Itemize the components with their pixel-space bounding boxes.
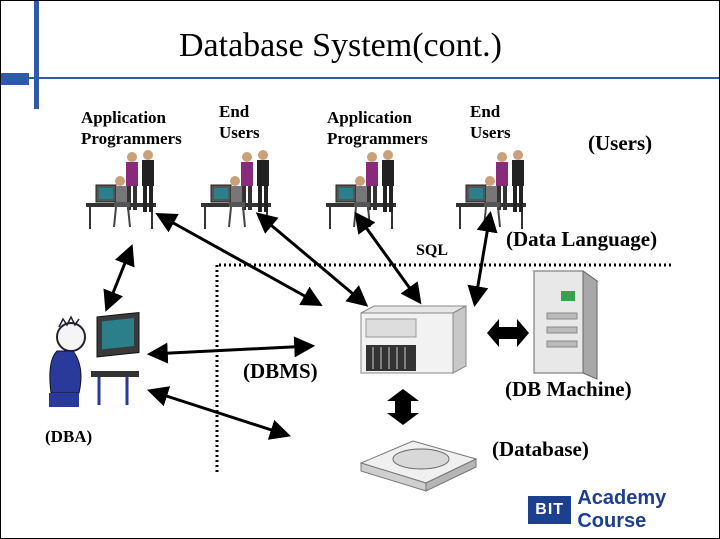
label-dbms: (DBMS) [243,359,318,383]
label-end-users-1: End Users [219,101,260,143]
accent-bar-horizontal [1,77,719,79]
arrow-app-programmers-dbms [155,212,323,307]
label-app-programmers-1: Application Programmers [81,107,182,149]
label-dba: (DBA) [45,427,93,446]
label-line: Users [219,123,260,142]
label-db-machine: (DB Machine) [505,377,632,401]
label-users: (Users) [588,131,653,155]
arrow-dba-database [147,386,291,440]
double-arrow-dbms-dbmachine [487,319,529,347]
label-line: Application [81,108,167,127]
bit-logo: BIT Academy Course [528,487,719,532]
label-line: Programmers [81,129,182,148]
label-line: End [470,102,501,121]
app-programmers-workstation-2 [325,149,397,230]
double-arrow-dbms-database [387,389,419,425]
bit-logo-text: Academy Course [577,487,667,532]
label-database: (Database) [492,437,589,461]
db-machine-icon [532,270,599,380]
label-line: End [219,102,250,121]
arrow-end-users2-dbms [467,210,498,308]
accent-bar-vertical [34,1,39,109]
label-line: Users [470,123,511,142]
database-disk-icon [359,440,478,492]
label-sql: SQL [416,242,449,259]
dbms-server-icon [360,305,467,374]
label-end-users-2: End Users [470,101,511,143]
label-app-programmers-2: Application Programmers [327,107,428,149]
arrow-dba-dbms [146,336,316,364]
dba-person-icon [49,311,140,407]
arrow-end-users-dbms [255,212,369,307]
page-title: Database System(cont.) [179,27,502,64]
label-line: Programmers [327,129,428,148]
label-line: Application [327,108,413,127]
arrow-dba-app-programmers [103,244,135,312]
app-programmers-workstation-1 [85,149,157,230]
bit-logo-mark: BIT [528,496,572,524]
arrow-app-programmers2-dbms [354,211,422,305]
label-data-language: (Data Language) [506,227,658,251]
